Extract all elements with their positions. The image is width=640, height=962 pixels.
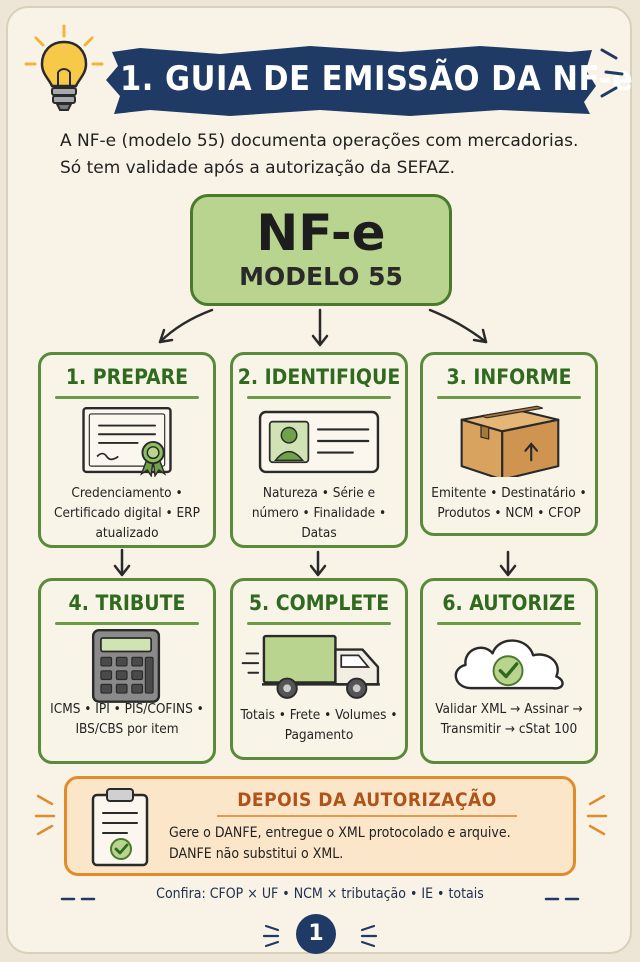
step-underline [55,622,199,625]
nfe-title: NF-e [256,204,386,262]
step-title: 2. IDENTIFIQUE [237,365,401,389]
page-number-marks [262,924,378,948]
step-autorize: 6. AUTORIZE Validar XML → Assinar → Tran… [420,578,598,764]
step-title: 1. PREPARE [65,365,189,389]
after-line-2: DANFE não substitui o XML. [169,846,344,862]
after-authorization-box: DEPOIS DA AUTORIZAÇÃO Gere o DANFE, entr… [64,776,576,876]
step-complete: 5. COMPLETE Totais • Frete • Volumes • P… [230,578,408,760]
after-text: Gere o DANFE, entregue o XML protocolado… [169,823,569,865]
after-title: DEPOIS DA AUTORIZAÇÃO [237,789,497,811]
step-text: Emitente • Destinatário • Produtos • NCM… [431,485,587,521]
intro-text: A NF-e (modelo 55) documenta operações c… [60,131,579,178]
step-underline [247,622,391,625]
cloud-check-icon [454,639,564,690]
sparkle-right [586,794,608,836]
box-icon [460,405,560,477]
step-underline [437,396,581,399]
step-text: ICMS • IPI • PIS/COFINS • IBS/CBS por it… [50,701,204,737]
after-underline [217,815,517,817]
step-text: Natureza • Série e número • Finalidade •… [251,485,387,541]
step-text: Credenciamento • Certificado digital • E… [54,485,200,541]
step-informe: 3. INFORME Emitente • Destinatário • Pro… [420,352,598,536]
after-line-1: Gere o DANFE, entregue o XML protocolado… [169,825,511,841]
step-arrows [113,548,517,577]
certificate-icon [82,406,172,477]
step-underline [437,622,581,625]
nfe-center-box: NF-e MODELO 55 [190,194,452,306]
page-title: 1. GUIA DE EMISSÃO DA NF-e [120,59,634,99]
truck-icon [241,634,380,699]
step-underline [247,396,391,399]
footer-dashes [60,897,580,901]
step-title: 3. INFORME [446,365,572,389]
calculator-icon [91,629,161,703]
step-text: Validar XML → Assinar → Transmitir → cSt… [435,701,583,737]
page-number: 1 [296,914,336,954]
id-card-icon [258,410,380,474]
step-tribute: 4. TRIBUTE ICMS • IPI • PIS/COFINS • IBS… [38,578,216,764]
title-banner [106,46,596,116]
sparkle-marks [600,48,624,98]
step-title: 5. COMPLETE [248,591,390,615]
lightbulb-icon [24,24,104,111]
step-underline [55,396,199,399]
step-title: 6. AUTORIZE [442,591,576,615]
clipboard-check-icon [91,788,149,867]
step-identifique: 2. IDENTIFIQUE Natureza • Série e número… [230,352,408,548]
step-prepare: 1. PREPARE Credenciamento • Certificado … [38,352,216,548]
step-text: Totais • Frete • Volumes • Pagamento [240,707,398,743]
sparkle-left [34,794,56,836]
branch-arrows [158,308,488,347]
footer-checklist: Confira: CFOP × UF • NCM × tributação • … [156,886,484,902]
step-title: 4. TRIBUTE [68,591,186,615]
nfe-subtitle: MODELO 55 [239,262,403,291]
